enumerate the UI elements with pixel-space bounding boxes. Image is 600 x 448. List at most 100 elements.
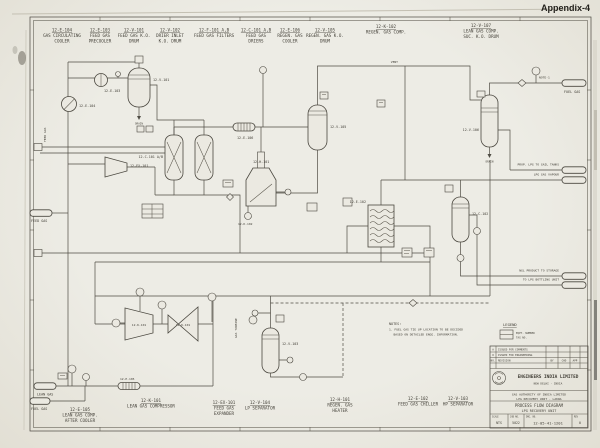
photocopy-smudge bbox=[18, 51, 26, 65]
label-e103: 12-E-103 bbox=[104, 89, 120, 93]
pump-symbol bbox=[473, 227, 481, 235]
equipment-name: COOLER bbox=[282, 39, 298, 44]
label-e104: 12-E-104 bbox=[79, 104, 95, 108]
equipment-title-group: 12-V-107 LEAN GAS COMP. SUC. K.O. DRUM bbox=[463, 23, 499, 39]
equipment-title-group: 12-E-103 FEED GAS PRECOOLER bbox=[89, 28, 112, 44]
equipment-name: EXPANDER bbox=[214, 411, 235, 416]
equipment-name: GAS CIRCULATING bbox=[43, 33, 81, 38]
equipment-name: LP SEPARATOR bbox=[245, 406, 276, 411]
drier-c101b bbox=[194, 134, 214, 181]
feed-gas-line-label: FEED GAS bbox=[43, 127, 47, 142]
valve-symbol bbox=[408, 299, 418, 307]
equipment-name: REGEN. GAS K.O. bbox=[306, 33, 344, 38]
scale-label: SCALE bbox=[492, 416, 499, 419]
equipment-name: DRUM bbox=[320, 39, 331, 44]
lean-gas-outlet-connector bbox=[33, 382, 57, 390]
exchanger-e105-after-cooler bbox=[117, 382, 141, 390]
label-k101a: 12-K-101 bbox=[132, 323, 147, 327]
legend: LEGEND EQPT. NUMBER TAG NO. bbox=[499, 322, 535, 340]
vent-label: VENT bbox=[391, 60, 398, 64]
equipment-name: DRUM bbox=[129, 39, 140, 44]
equipment-title-group: 12-F-101 A,B FEED GAS FILTERS bbox=[194, 28, 235, 39]
equipment-name: FEED GAS bbox=[246, 33, 267, 38]
equipment-name: REGEN. GAS COMP. bbox=[366, 30, 406, 35]
compressor-k101-casing-1 bbox=[124, 307, 154, 341]
equipment-title-group: 12-E-105 LEAN GAS COMP. AFTER COOLER bbox=[62, 407, 97, 423]
label-e102: 12-E-102 bbox=[350, 200, 366, 204]
equipment-name: PRECOOLER bbox=[89, 39, 112, 44]
equipment-titles-top: 12-E-104 GAS CIRCULATING COOLER 12-E-103… bbox=[43, 23, 499, 44]
drg-label: DRG. NO. bbox=[526, 416, 537, 419]
rev-header-no: NO. bbox=[491, 359, 496, 363]
notes-line: BASED ON DETAILED ENGG. INFORMATION. bbox=[394, 333, 459, 337]
gas-turbine-label: GAS TURBINE bbox=[234, 318, 238, 338]
stream-label-feed-gas: FEED GAS bbox=[31, 219, 47, 223]
lpg-vapour-connector bbox=[561, 176, 587, 184]
rev-header-desc: REVISION bbox=[498, 359, 511, 363]
valve-symbol bbox=[517, 79, 527, 87]
equipment-title-group: 12-E-104 GAS CIRCULATING COOLER bbox=[43, 28, 81, 44]
appendix-heading: Appendix-4 bbox=[541, 3, 590, 13]
equipment-tag: 12-V-104 bbox=[250, 400, 271, 405]
equipment-name: LEAN GAS COMP. bbox=[62, 413, 97, 418]
diagram-labels: 12-E-103 12-V-101 12-E-104 12-EX-101 12-… bbox=[31, 60, 580, 411]
scale-value: NTS bbox=[496, 421, 502, 425]
equipment-name: REGEN. GAS bbox=[327, 403, 353, 408]
pump-symbol bbox=[299, 373, 307, 381]
lpg-bottling-connector bbox=[561, 281, 587, 289]
valve-symbol bbox=[226, 193, 234, 201]
equipment-name: FEED GAS bbox=[90, 33, 111, 38]
notes-title: NOTES: bbox=[389, 322, 401, 326]
equipment-tag: 12-V-107 bbox=[471, 23, 492, 28]
rev-header-by: BY bbox=[550, 359, 554, 363]
heater-h101-regen-gas-heater bbox=[245, 151, 277, 207]
equipment-tag: 12-V-102 bbox=[160, 28, 181, 33]
equipment-name: LEAN GAS COMPRESSOR bbox=[127, 404, 175, 409]
scan-artifacts bbox=[11, 8, 597, 431]
equipment-tag: 12-E-106 bbox=[280, 28, 301, 33]
label-h101: 12-H-101 bbox=[253, 160, 269, 164]
equipment-name: FEED GAS CHILLER bbox=[398, 402, 439, 407]
equipment-title-group: 12-V-104 LP SEPARATOR bbox=[245, 400, 276, 411]
label-v105: 12-V-105 bbox=[330, 125, 346, 129]
title-block: A ISSUED FOR COMMENTS 0 ISSUED FOR ENGIN… bbox=[489, 345, 589, 429]
equipment-title-group: 12-H-101 REGEN. GAS HEATER bbox=[327, 397, 353, 413]
equipment-title-group: 12-E-106 REGEN. GAS COOLER bbox=[277, 28, 303, 44]
drain-label: DRAIN bbox=[486, 160, 494, 164]
equipment-tag: 12-E-105 bbox=[70, 407, 91, 412]
label-v106: 12-V-106 bbox=[463, 128, 479, 132]
job-label: JOB NO. bbox=[510, 416, 519, 419]
revision-table: A ISSUED FOR COMMENTS 0 ISSUED FOR ENGIN… bbox=[491, 348, 578, 363]
exchanger-e103-precooler bbox=[94, 71, 121, 87]
exchanger-e104-circulating-cooler bbox=[61, 96, 77, 112]
equipment-name: K.O. DRUM bbox=[159, 39, 182, 44]
equipment-tag: 12-H-101 bbox=[330, 397, 351, 402]
company-name: ENGINEERS INDIA LIMITED bbox=[518, 374, 579, 380]
vessel-v103-hp-separator bbox=[261, 327, 280, 374]
rev-value: 0 bbox=[579, 421, 581, 425]
drawing-border bbox=[29, 16, 592, 432]
process-lines bbox=[40, 61, 562, 402]
fuel-gas-outlet-connector-right bbox=[561, 79, 587, 87]
equipment-title-group: 12-C-101 A,B FEED GAS DRIERS bbox=[241, 28, 272, 44]
notes-line: 1. FUEL GAS TIE UP LOCATION TO BE DECIDE… bbox=[389, 328, 463, 332]
drain-label: DRAIN bbox=[135, 122, 143, 126]
note-ref-label: NOTE-1 bbox=[539, 76, 550, 80]
equipment-title-group: 12-E-102 FEED GAS CHILLER bbox=[398, 396, 439, 407]
equipment-tag: 12-V-105 bbox=[315, 28, 336, 33]
equipment-name: DRIERS bbox=[248, 39, 264, 44]
equipment-shapes bbox=[61, 55, 499, 390]
vessel-v105-regen-ko-drum bbox=[307, 104, 328, 151]
instrument-symbols bbox=[33, 66, 541, 381]
equipment-title-group: 12-V-101 FEED GAS K.O. DRUM bbox=[118, 28, 151, 44]
rev-label: REV bbox=[574, 416, 579, 419]
rev-no: A bbox=[492, 348, 494, 352]
equipment-name: LEAN GAS COMP. bbox=[463, 29, 498, 34]
equipment-name: SUC. K.O. DRUM bbox=[463, 34, 499, 39]
stream-label-prop-lpg: PROP. LPG TO GAIL TANKS bbox=[517, 163, 559, 167]
equipment-tag: 12-C-101 A,B bbox=[241, 28, 272, 33]
expander-ex101 bbox=[104, 156, 128, 178]
equipment-tag: 12-V-101 bbox=[124, 28, 145, 33]
